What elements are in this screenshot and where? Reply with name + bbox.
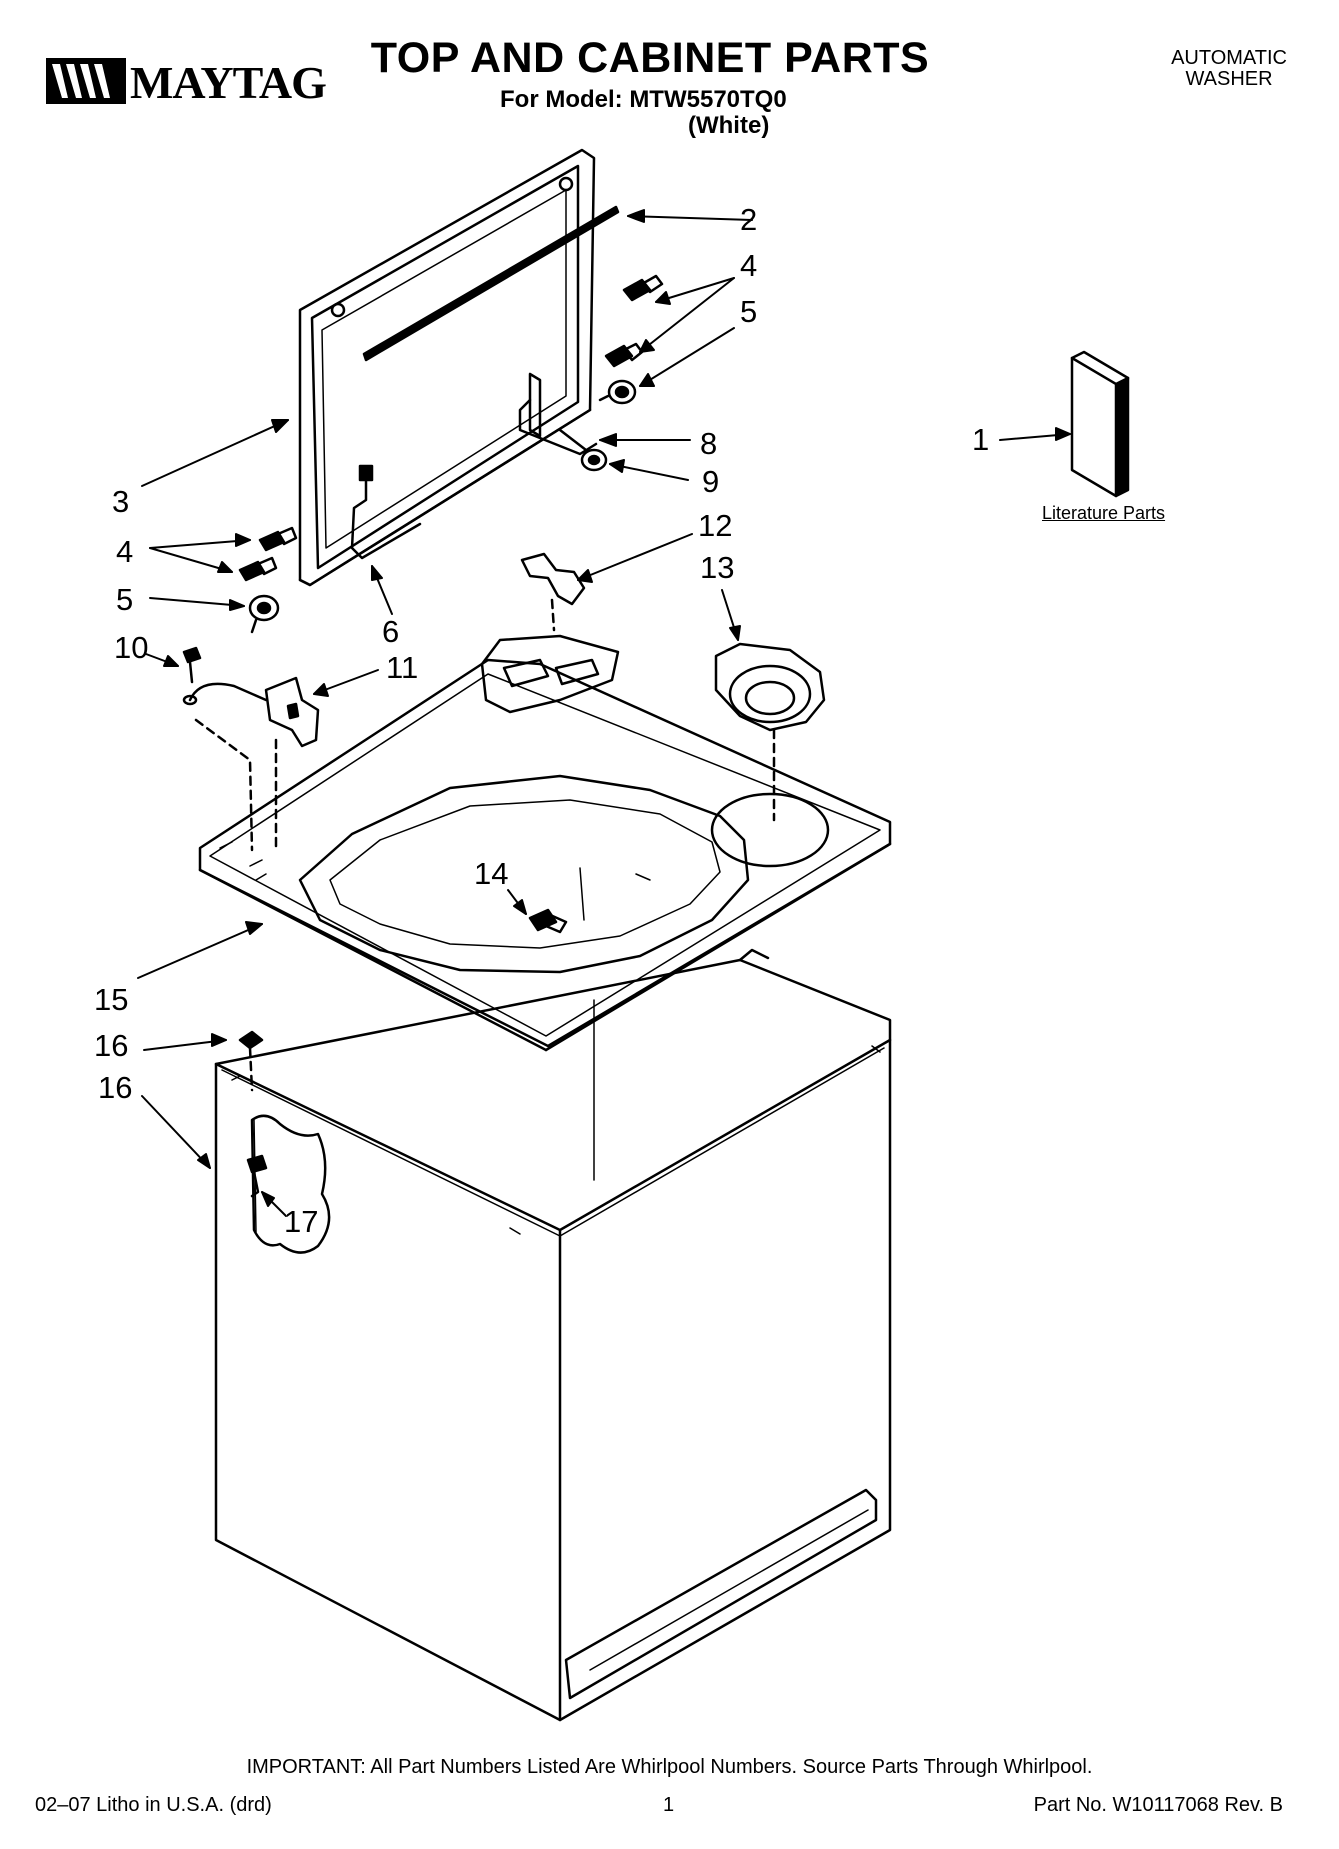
callout-1: 1 (972, 422, 990, 457)
hinge-rod-part (350, 464, 422, 560)
leader-3-arrow-icon (271, 419, 289, 433)
callout-15: 16 (94, 1028, 129, 1063)
callout-8: 9 (702, 464, 720, 499)
top-screw-part (528, 908, 568, 934)
top-panel-part (198, 634, 892, 1052)
leader-9-arrow-icon (163, 655, 179, 667)
appliance-type: AUTOMATIC WASHER (1171, 48, 1287, 90)
lid-strip-part (362, 205, 620, 362)
callout-13: 14 (474, 856, 509, 891)
leader-14-arrow-icon (245, 921, 263, 935)
leader-8-arrow-icon (609, 459, 625, 473)
leader-2 (627, 215, 753, 221)
leader-6-arrow-icon (371, 565, 383, 581)
leader-16-arrow-icon (197, 1153, 211, 1169)
leader-11 (577, 533, 693, 581)
exploded-parts-diagram (137, 148, 1130, 1722)
leader-2-arrow-icon (627, 209, 645, 223)
leader-11-arrow-icon (577, 569, 593, 583)
literature-booklet-part (1070, 350, 1130, 498)
footer-part-number: Part No. W10117068 Rev. B (1033, 1794, 1283, 1816)
leader-4a-arrow-icon (655, 291, 671, 305)
appliance-type-line1: AUTOMATIC (1171, 47, 1287, 69)
lid-screw-left-lower-part (238, 556, 278, 582)
page-title: TOP AND CABINET PARTS (370, 34, 930, 82)
leader-4c (149, 539, 251, 549)
leader-17-arrow-icon (261, 1191, 275, 1207)
leader-1-arrow-icon (1055, 427, 1071, 441)
model-line: For Model: MTW5570TQ0 (500, 86, 787, 113)
maytag-logo-mark-icon (46, 58, 126, 104)
leader-4d-arrow-icon (217, 561, 233, 573)
footer-page-number: 1 (663, 1794, 675, 1816)
leader-4b-arrow-icon (639, 339, 655, 353)
leader-5b-arrow-icon (229, 599, 245, 611)
callout-3: 3 (112, 484, 130, 519)
lid-switch-part (188, 676, 320, 748)
leader-7-arrow-icon (599, 433, 617, 447)
leader-4c-arrow-icon (235, 533, 251, 547)
callout-2: 2 (740, 202, 758, 237)
lid-screw-left-upper-part (258, 526, 298, 552)
maytag-logo: MAYTAG (46, 54, 336, 110)
callout-14: 15 (94, 982, 129, 1017)
callout-17: 17 (284, 1204, 319, 1239)
hinge-right-part (518, 372, 598, 456)
switch-alignment-line (194, 718, 254, 852)
lid-screw-middle-part (604, 342, 644, 368)
leader-4b (639, 277, 735, 353)
brand-name: MAYTAG (130, 57, 327, 108)
callout-12: 13 (700, 550, 735, 585)
leader-4d (149, 547, 233, 573)
leader-12-arrow-icon (729, 625, 741, 641)
cabinet-part (214, 948, 892, 1722)
appliance-type-line2: WASHER (1185, 68, 1273, 90)
leader-16 (141, 1095, 211, 1169)
footer-litho: 02–07 Litho in U.S.A. (drd) (35, 1794, 272, 1816)
lid-screw-upper-part (622, 274, 664, 302)
leader-10-arrow-icon (313, 683, 329, 697)
callout-16: 16 (98, 1070, 133, 1105)
callout-9: 10 (114, 630, 149, 665)
lid-bumper-upper-part (598, 379, 637, 405)
cabinet-clip-part (238, 1030, 264, 1092)
leader-15-arrow-icon (211, 1033, 227, 1047)
callout-10: 11 (386, 650, 419, 685)
leader-14 (137, 923, 263, 979)
callout-leaders (137, 209, 1071, 1217)
leader-5 (639, 327, 735, 387)
leader-5-arrow-icon (639, 373, 655, 387)
callout-4-right: 4 (740, 248, 758, 283)
leader-3 (141, 419, 289, 487)
callout-5-left: 5 (116, 582, 134, 617)
callout-11: 12 (698, 508, 733, 543)
bushing-part (580, 448, 608, 472)
clip-part (520, 552, 586, 632)
cabinet-screw-part (246, 1154, 268, 1198)
dispenser-part (714, 642, 826, 822)
callout-4-left: 4 (116, 534, 134, 569)
leader-13-arrow-icon (513, 899, 527, 915)
lid-part (298, 148, 596, 587)
footer-important-note: IMPORTANT: All Part Numbers Listed Are W… (246, 1756, 1093, 1778)
lid-bumper-left-part (248, 594, 280, 634)
literature-parts-label: Literature Parts (1042, 503, 1166, 523)
callout-7: 8 (700, 426, 718, 461)
callout-5-right: 5 (740, 294, 758, 329)
callout-6: 6 (382, 614, 400, 649)
color-line: (White) (688, 112, 770, 139)
switch-screw-part (182, 646, 202, 706)
leader-5b (149, 597, 245, 607)
